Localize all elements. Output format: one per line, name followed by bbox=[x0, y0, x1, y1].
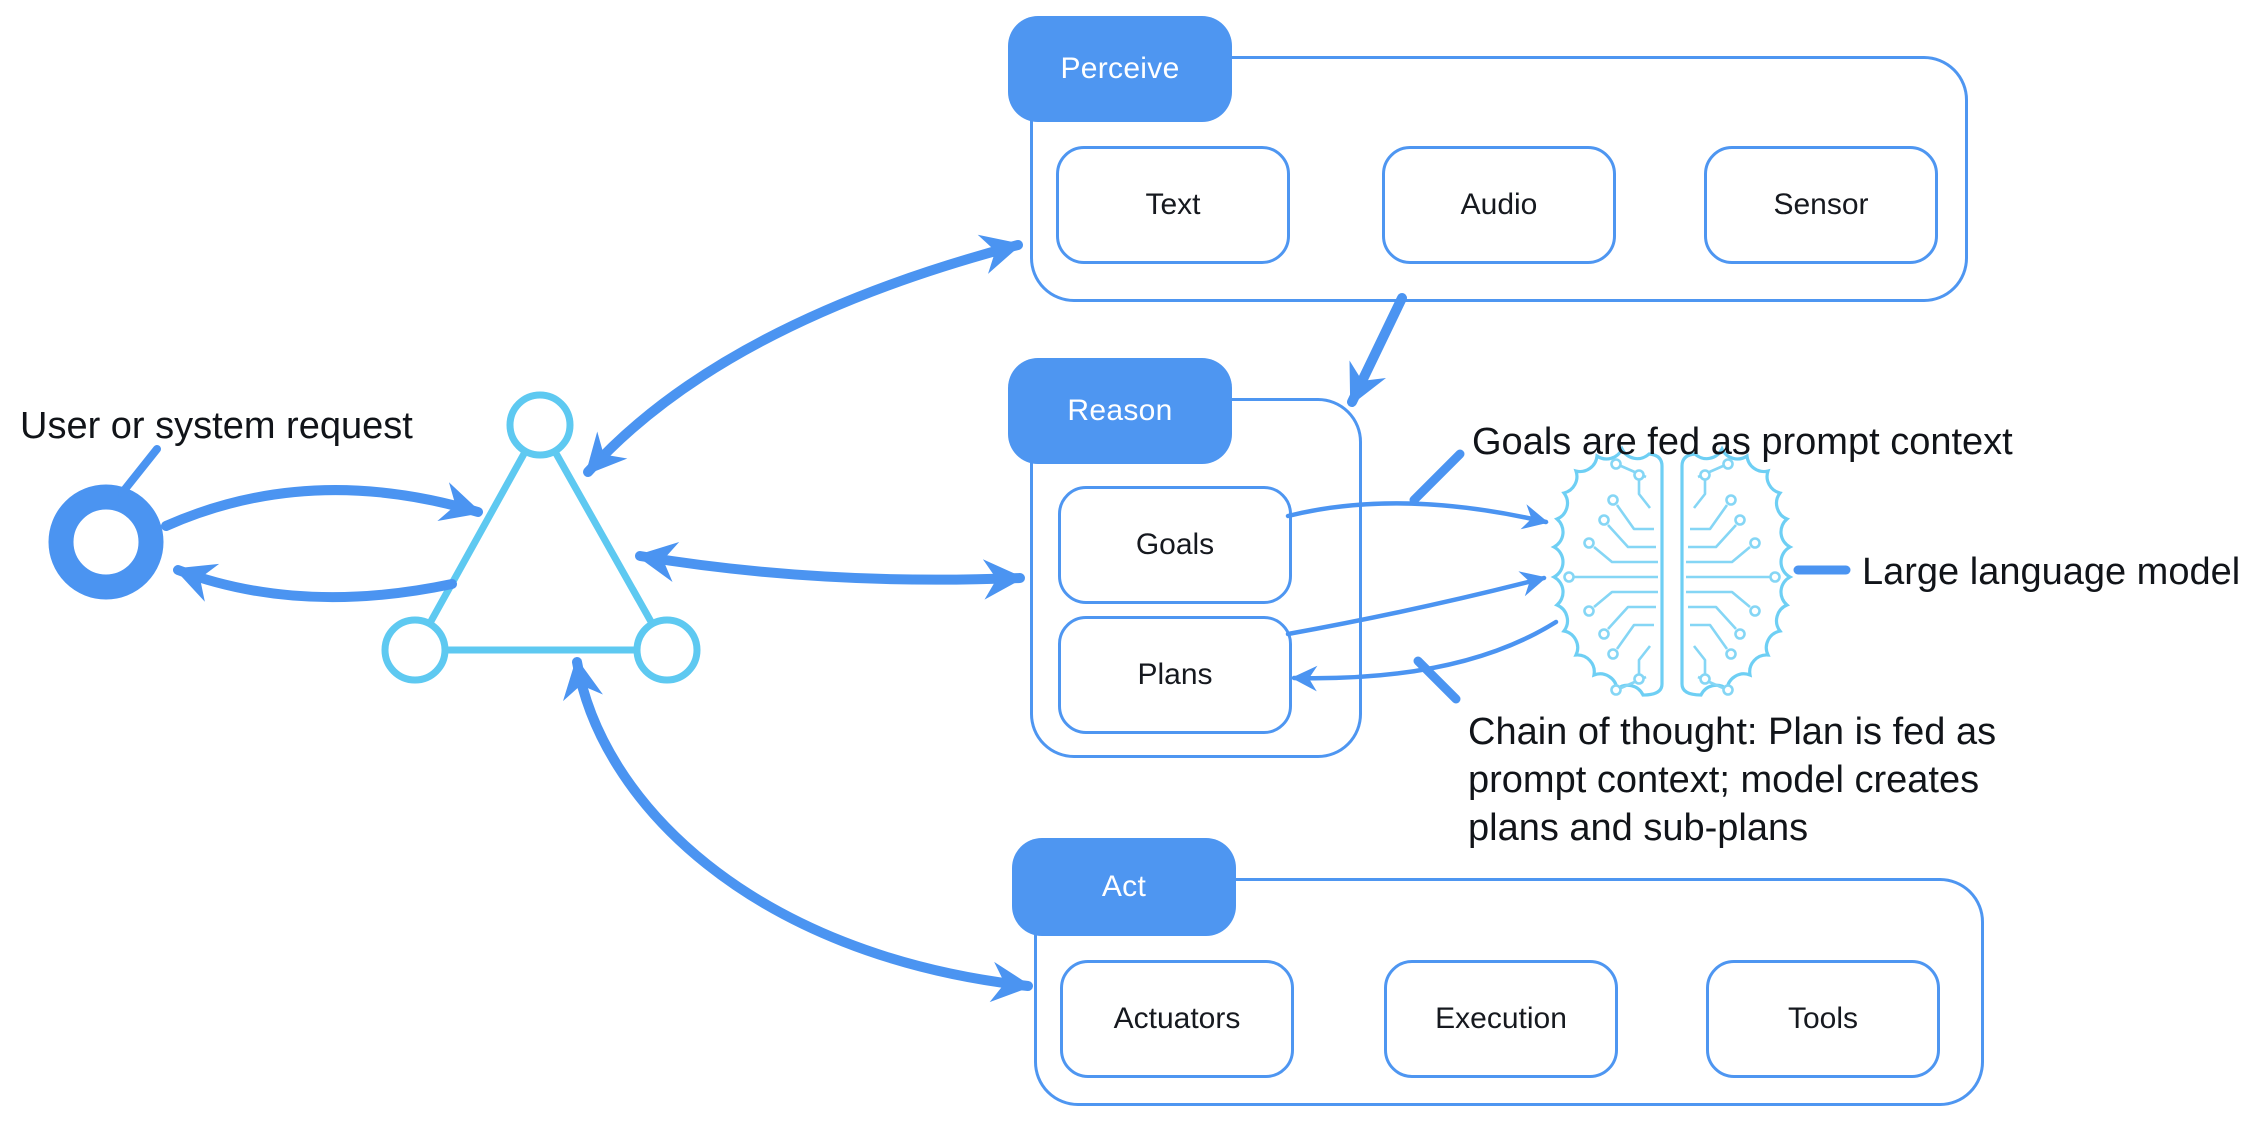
perceive-item-audio: Audio bbox=[1382, 146, 1616, 264]
act-box bbox=[1034, 878, 1984, 1106]
act-item-execution-label: Execution bbox=[1435, 1002, 1567, 1035]
arrow-perceive-to-reason bbox=[1347, 293, 1407, 407]
perceive-item-text-label: Text bbox=[1145, 188, 1201, 221]
circuit-brain-icon bbox=[1552, 447, 1792, 697]
arrow-request-to-agent bbox=[161, 482, 483, 531]
chain-note-callout-line bbox=[1413, 656, 1461, 704]
act-item-tools: Tools bbox=[1706, 960, 1940, 1078]
act-item-actuators: Actuators bbox=[1060, 960, 1294, 1078]
ring-icon bbox=[48, 484, 164, 600]
act-item-actuators-label: Actuators bbox=[1113, 1002, 1241, 1035]
arrow-agent-to-request bbox=[173, 563, 457, 603]
goals-context-note: Goals are fed as prompt context bbox=[1472, 421, 2013, 463]
arrow-agent-act bbox=[563, 657, 1033, 1003]
arrow-agent-perceive bbox=[583, 234, 1023, 477]
reason-item-plans-label: Plans bbox=[1137, 658, 1213, 691]
reason-item-goals: Goals bbox=[1058, 486, 1292, 604]
reason-tab-label: Reason bbox=[1067, 394, 1173, 427]
act-tab: Act bbox=[1012, 838, 1236, 936]
arrow-agent-reason bbox=[635, 542, 1025, 600]
perceive-item-sensor: Sensor bbox=[1704, 146, 1938, 264]
chain-of-thought-note: Chain of thought: Plan is fed as prompt … bbox=[1468, 711, 1997, 849]
goals-note-callout-line bbox=[1409, 449, 1465, 505]
perceive-item-audio-label: Audio bbox=[1460, 188, 1538, 221]
perceive-item-text: Text bbox=[1056, 146, 1290, 264]
reason-tab: Reason bbox=[1008, 358, 1232, 464]
request-label: User or system request bbox=[20, 405, 413, 447]
request-callout-line bbox=[118, 445, 161, 497]
perceive-item-sensor-label: Sensor bbox=[1773, 188, 1869, 221]
act-tab-label: Act bbox=[1101, 870, 1147, 903]
llm-label: Large language model bbox=[1862, 551, 2241, 593]
triangle-network-icon bbox=[381, 391, 701, 684]
perceive-tab: Perceive bbox=[1008, 16, 1232, 122]
perceive-box bbox=[1030, 56, 1968, 302]
reason-item-plans: Plans bbox=[1058, 616, 1292, 734]
perceive-tab-label: Perceive bbox=[1060, 52, 1180, 85]
reason-item-goals-label: Goals bbox=[1135, 528, 1215, 561]
act-item-tools-label: Tools bbox=[1787, 1002, 1859, 1035]
act-item-execution: Execution bbox=[1384, 960, 1618, 1078]
